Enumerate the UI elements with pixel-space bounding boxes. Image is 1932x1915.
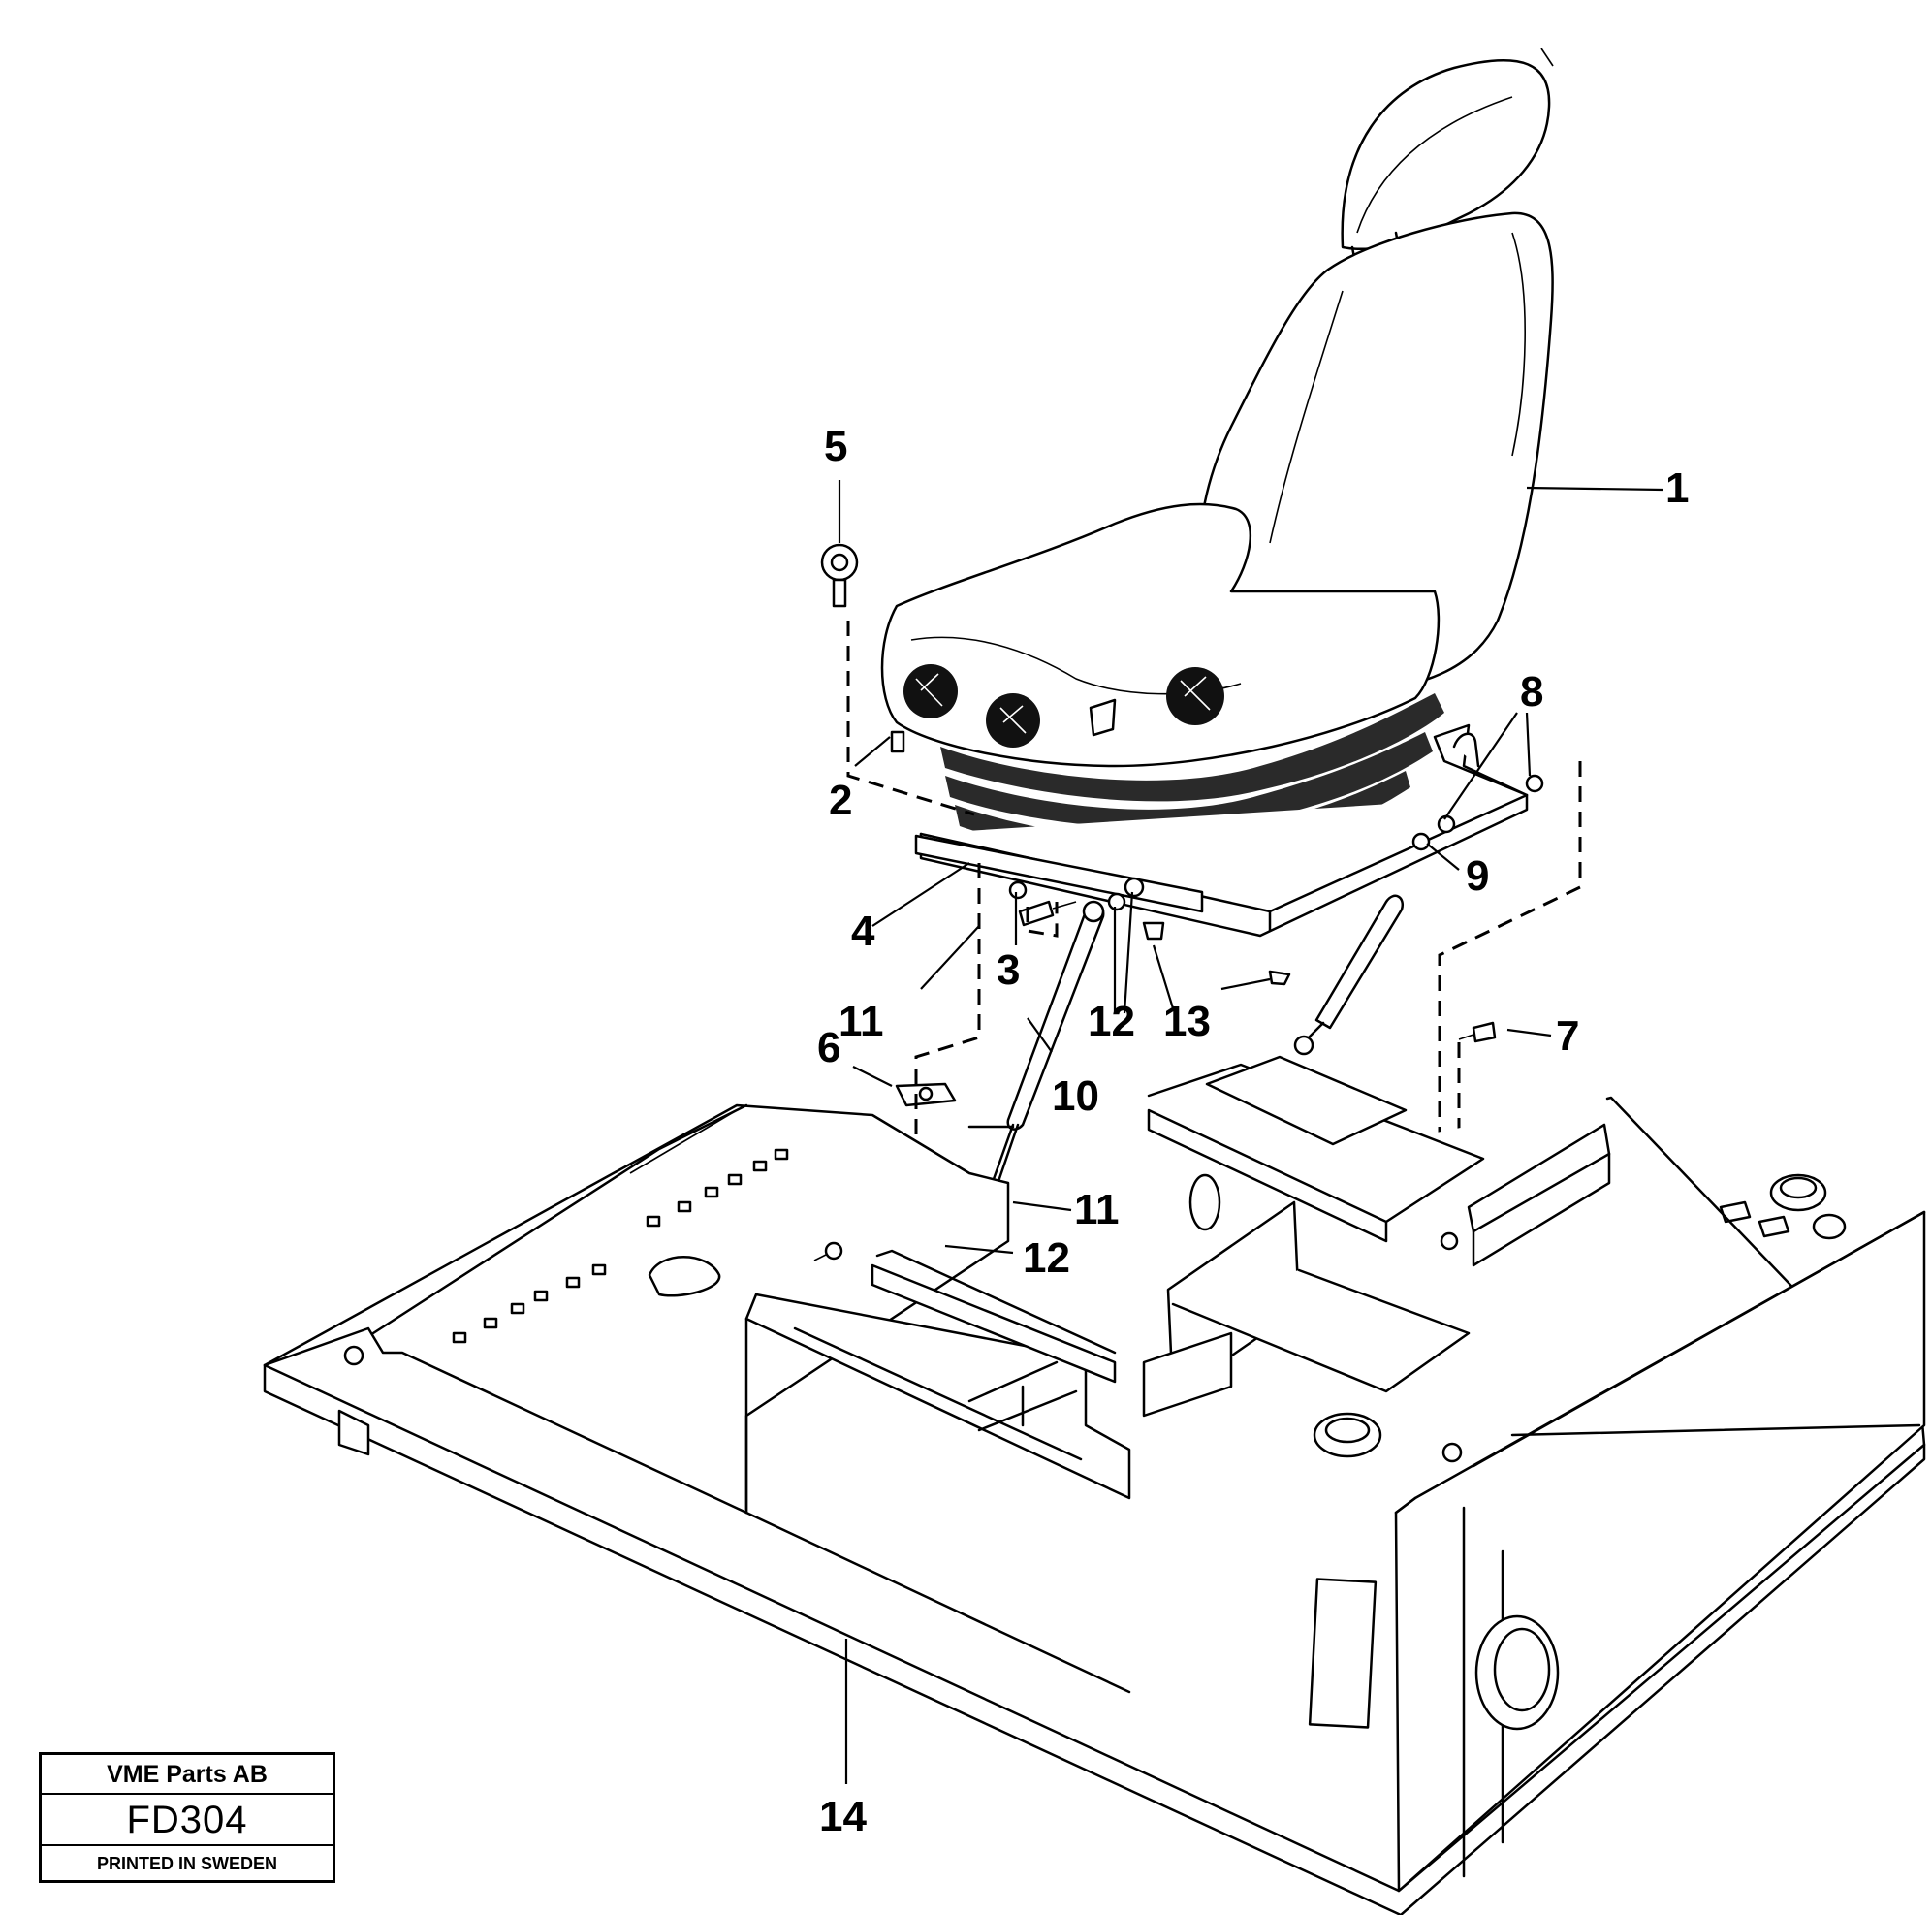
leader-8	[1443, 712, 1532, 820]
leader-1	[1526, 486, 1663, 492]
leader-2	[854, 736, 891, 767]
leader-12-lower	[944, 1244, 1014, 1255]
leader-4	[871, 862, 970, 927]
callout-4: 4	[851, 908, 875, 955]
callout-leaders	[838, 480, 1663, 1784]
callout-14: 14	[819, 1793, 867, 1840]
company-name: VME Parts AB	[42, 1755, 333, 1795]
title-block: VME Parts AB FD304 PRINTED IN SWEDEN	[39, 1752, 335, 1883]
callout-7: 7	[1556, 1012, 1579, 1060]
callout-8: 8	[1520, 668, 1543, 716]
leader-7	[1506, 1028, 1552, 1037]
leader-10	[1027, 1017, 1053, 1053]
leader-11-lower	[1012, 1200, 1072, 1212]
leader-12-upper	[1113, 891, 1134, 1014]
callout-12-upper: 12	[1088, 998, 1135, 1045]
callout-3: 3	[997, 946, 1020, 994]
leader-9	[1426, 843, 1460, 871]
callout-numbers: 1 2 3 4 5 6 7 8 9 10 11 11 12 12 13 14	[817, 423, 1689, 1840]
callout-9: 9	[1466, 852, 1489, 900]
callout-2: 2	[829, 777, 852, 824]
cab-floor-frame	[263, 1055, 1926, 1915]
callout-12-lower: 12	[1023, 1234, 1070, 1282]
callout-11-upper: 11	[839, 998, 884, 1045]
callout-11-lower: 11	[1074, 1186, 1120, 1233]
leader-13	[1152, 944, 1271, 1009]
floor-hole-row-1	[646, 1148, 789, 1228]
callout-5: 5	[824, 423, 847, 470]
drawing-code: FD304	[42, 1795, 333, 1846]
callout-1: 1	[1665, 464, 1689, 512]
callout-6: 6	[817, 1024, 840, 1071]
callout-10: 10	[1052, 1072, 1099, 1120]
floor-hole-row-2	[452, 1263, 607, 1344]
printed-note: PRINTED IN SWEDEN	[96, 1854, 277, 1873]
leader-6	[852, 1066, 893, 1087]
callout-13: 13	[1163, 998, 1211, 1045]
leader-11-upper	[920, 925, 980, 990]
